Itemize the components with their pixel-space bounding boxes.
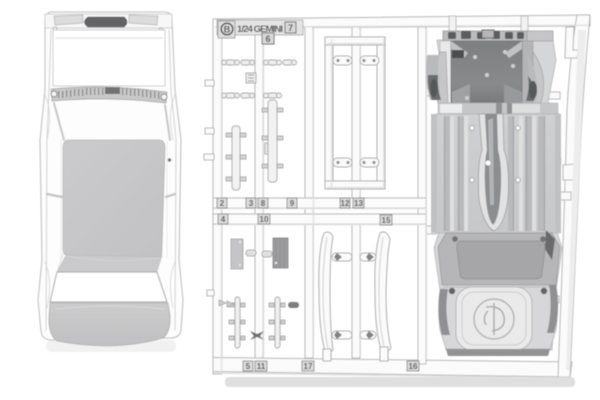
svg-text:7: 7 xyxy=(288,23,293,33)
svg-text:5: 5 xyxy=(246,362,251,371)
svg-text:11: 11 xyxy=(257,362,266,371)
svg-text:B: B xyxy=(224,25,231,35)
svg-text:17: 17 xyxy=(304,362,313,371)
svg-text:2: 2 xyxy=(220,199,225,208)
svg-text:4: 4 xyxy=(221,215,226,224)
svg-text:3: 3 xyxy=(249,199,254,208)
svg-text:15: 15 xyxy=(382,216,391,225)
svg-text:9: 9 xyxy=(290,199,295,208)
svg-text:6: 6 xyxy=(265,34,270,44)
svg-text:13: 13 xyxy=(354,199,363,208)
svg-text:10: 10 xyxy=(260,215,269,224)
svg-text:1/24 GEMINI: 1/24 GEMINI xyxy=(237,24,283,35)
svg-text:12: 12 xyxy=(341,199,350,208)
svg-text:8: 8 xyxy=(261,199,266,208)
svg-text:16: 16 xyxy=(409,362,418,371)
